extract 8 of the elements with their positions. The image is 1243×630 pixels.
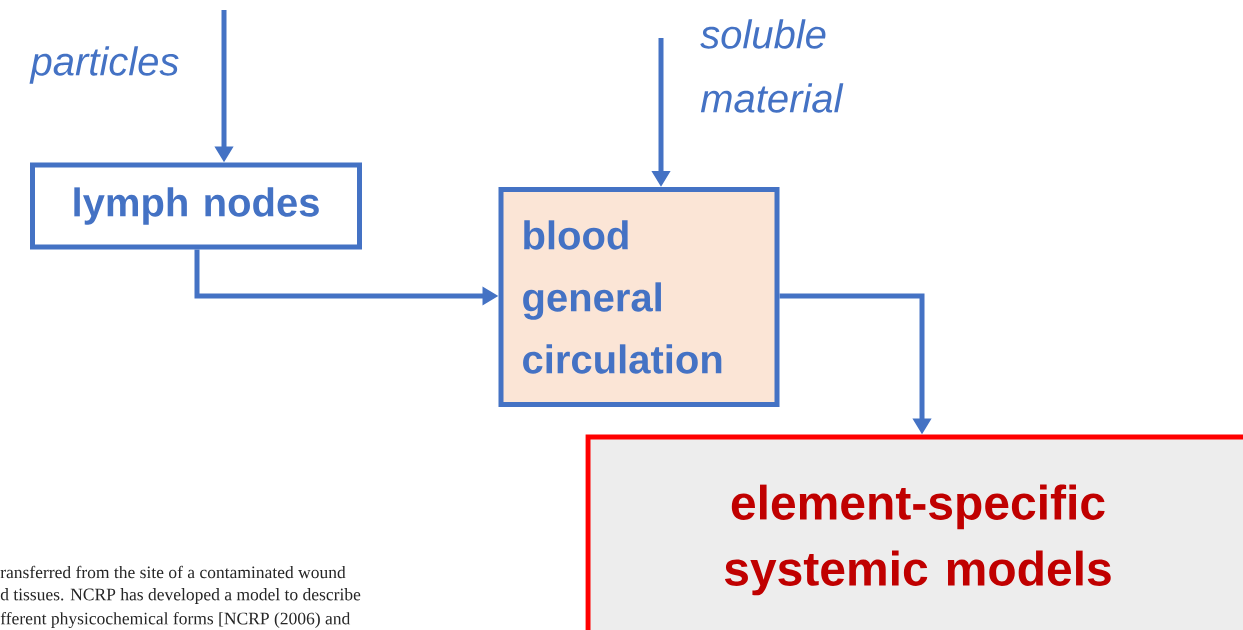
output-box: element-specific systemic models (585, 434, 1243, 630)
edge-label: soluble material (700, 19, 844, 113)
process-box: lymph nodes (30, 162, 362, 250)
edge-label: particles (29, 46, 179, 84)
text-line: ransferred from the site of a contaminated wound (0, 565, 346, 579)
text-line: d tissues. NCRP has developed a model to describe (0, 588, 361, 604)
process-box: blood general circulation (498, 187, 780, 407)
text-line: fferent physicochemical forms [NCRP (2006) and (0, 611, 351, 629)
